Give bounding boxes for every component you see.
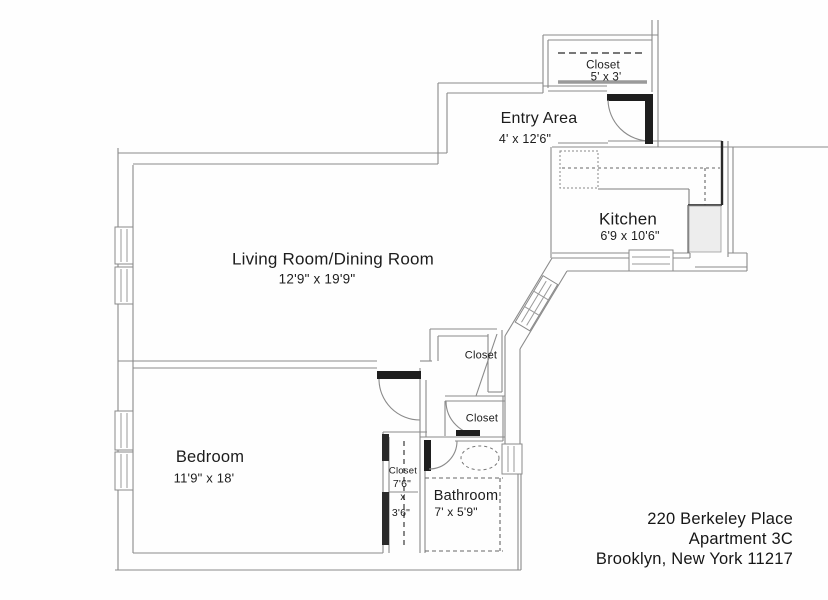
bedroom-window-1 <box>114 410 134 451</box>
entry-label: Entry Area <box>500 110 578 127</box>
bedroom-closet-width: 7'6" <box>392 477 412 490</box>
bedroom-closet-label: Closet <box>388 465 418 477</box>
bathroom-window <box>501 443 523 475</box>
address-line-2: Apartment 3C <box>688 530 793 548</box>
address-line-1: 220 Berkeley Place <box>647 510 793 528</box>
hall-closet-lower-label: Closet <box>465 412 499 425</box>
address-line-3: Brooklyn, New York 11217 <box>595 550 793 568</box>
bedroom-label: Bedroom <box>175 447 245 466</box>
entry-closet-label: Closet <box>586 59 620 72</box>
bathroom-label: Bathroom <box>433 487 499 504</box>
kitchen-counter <box>559 150 722 253</box>
hall-closet-door <box>445 400 481 436</box>
windows <box>114 226 674 491</box>
living-window-2 <box>114 266 134 305</box>
bedroom-door <box>377 371 421 421</box>
bedroom-window-2 <box>114 451 134 491</box>
living-room-dims: 12'9" x 19'9" <box>278 271 356 287</box>
bedroom-closet-depth: 3'6" <box>391 506 411 519</box>
kitchen-window <box>628 249 674 272</box>
living-room-label: Living Room/Dining Room <box>231 249 435 269</box>
bedroom-dims: 11'9" x 18' <box>173 470 235 486</box>
bathroom-door <box>424 440 458 471</box>
entry-dims: 4' x 12'6" <box>498 131 552 146</box>
living-window-1 <box>114 226 134 265</box>
doors <box>377 94 724 545</box>
bedroom-closet-x: x <box>400 492 406 503</box>
entry-door-post <box>645 128 653 144</box>
toilet-icon <box>460 445 500 471</box>
entry-closet-dims: 5' x 3' <box>590 71 622 84</box>
property-address: 220 Berkeley Place Apartment 3C Brooklyn… <box>596 509 793 569</box>
closet-wall-segment <box>382 434 389 461</box>
entry-door <box>607 94 653 143</box>
hall-closet-upper-label: Closet <box>464 349 498 362</box>
closet-wall-segment <box>382 492 389 545</box>
bathroom-dims: 7' x 5'9" <box>434 505 478 519</box>
kitchen-dims: 6'9 x 10'6" <box>600 228 660 243</box>
dashed-details <box>403 52 720 552</box>
hall-window <box>514 275 559 332</box>
kitchen-label: Kitchen <box>598 209 658 229</box>
